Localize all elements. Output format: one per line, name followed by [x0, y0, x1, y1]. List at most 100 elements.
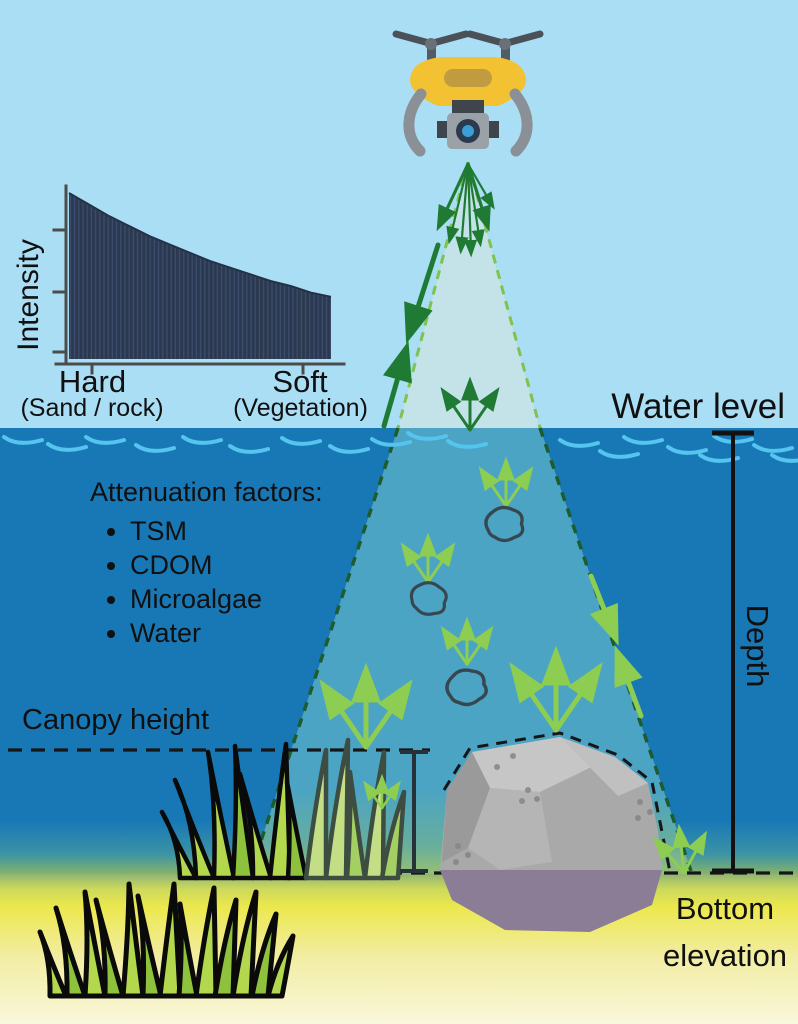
propeller-icon — [392, 30, 544, 47]
backscatter-trident-icon — [478, 456, 534, 508]
attenuation-item: CDOM — [130, 550, 323, 581]
intensity-area-fill — [69, 193, 331, 359]
emission-arrow-icon — [455, 162, 470, 255]
backscatter-trident-icon — [440, 616, 494, 666]
wave-icon — [328, 444, 370, 454]
wave-icon — [770, 453, 798, 463]
emission-arrow-icon — [446, 162, 470, 245]
grass-blade — [379, 789, 407, 881]
emission-arrow-icon — [436, 162, 470, 232]
grass-blade — [212, 897, 239, 999]
grass-blade — [230, 889, 259, 999]
grass-blade — [176, 901, 200, 999]
chart-xtick-hard-sub: (Sand / rock) — [20, 394, 164, 422]
emission-arrow-icon — [463, 162, 478, 258]
grass-blade — [303, 747, 329, 881]
seagrass-patch — [37, 881, 296, 999]
chart-xtick-hard: Hard — [58, 364, 127, 399]
attenuation-item: Microalgae — [130, 584, 323, 615]
cone-edge-water-right — [538, 427, 694, 875]
backscatter-trident-icon — [319, 662, 413, 750]
grass-blade — [120, 881, 146, 999]
cone-edge-air-left — [396, 161, 470, 429]
grass-blade — [284, 779, 309, 881]
grass-blade — [344, 769, 368, 881]
wave-icon — [2, 435, 44, 445]
emission-arrow-icon — [466, 162, 495, 210]
drone-icon — [392, 30, 544, 157]
wave-icon — [370, 437, 412, 447]
cone-edge-air-right — [466, 161, 542, 429]
rock-speckles — [453, 753, 653, 865]
backscatter-trident-icon — [400, 532, 456, 584]
backscatter-trident-icon — [440, 376, 500, 432]
gimbal-mount — [452, 100, 484, 117]
grass-blade — [135, 893, 164, 999]
particle-icon — [445, 668, 488, 707]
descending-beam-arrow-icon — [588, 573, 619, 646]
attenuation-heading: Attenuation factors: — [90, 477, 323, 507]
wave-icon — [406, 431, 448, 441]
wave-icon — [712, 434, 754, 444]
chart-ylabel: Intensity — [12, 239, 45, 351]
particle-icon — [409, 581, 448, 616]
grass-blade — [193, 885, 219, 999]
grass-blade — [323, 737, 351, 881]
cone-edge-water-left — [248, 427, 400, 875]
water-level-label: Water level — [611, 387, 785, 426]
wave-icon — [84, 435, 126, 445]
chart-xtick-soft-sub: (Vegetation) — [233, 394, 368, 422]
drone-body-panel — [444, 69, 492, 87]
chart-xtick-soft: Soft — [272, 364, 328, 399]
grass-blade — [265, 933, 296, 999]
backscatter-trident-icon — [509, 645, 603, 733]
wave-icon — [228, 444, 270, 454]
canopy-height-measure — [400, 750, 428, 873]
grass-blade — [205, 749, 237, 881]
wave-icon — [666, 445, 708, 455]
grass-blade — [237, 771, 274, 881]
ascending-beam-arrow-icon — [614, 645, 644, 719]
depth-label: Depth — [740, 604, 775, 688]
grass-blade — [159, 809, 199, 881]
ascending-beam-arrow-icon — [381, 340, 412, 429]
depth-measure — [712, 430, 754, 874]
attenuation-factors-list: Attenuation factors: TSM CDOM Microalgae… — [90, 477, 323, 652]
bottom-elevation-label: Bottom elevation — [662, 891, 788, 973]
beam-arrows — [319, 162, 708, 875]
grass-blade — [37, 929, 69, 999]
attenuation-item: Water — [130, 618, 323, 649]
grass-blade — [230, 743, 256, 881]
wave-icon — [134, 443, 176, 453]
grass-blade — [249, 911, 279, 999]
grass-blade — [93, 897, 126, 999]
camera-icon — [437, 113, 499, 149]
attenuation-item: TSM — [130, 516, 323, 547]
grass-blade — [82, 889, 108, 999]
wave-icon — [446, 439, 488, 449]
chart-ticks — [52, 228, 305, 375]
wave-icon — [181, 435, 223, 445]
light-cone-air — [398, 162, 540, 428]
wave-icon — [752, 443, 794, 453]
emission-arrow-icon — [466, 162, 491, 232]
particle-icon — [484, 505, 525, 543]
drone-legs — [403, 88, 533, 157]
grass-blade — [53, 905, 88, 999]
canopy-height-label: Canopy height — [22, 704, 210, 736]
backscatter-trident-icon — [652, 823, 708, 875]
wave-icon — [622, 435, 664, 445]
grass-blade — [172, 777, 217, 881]
suspended-particles-icon — [409, 505, 525, 707]
intensity-chart — [52, 184, 346, 375]
wave-icon — [558, 438, 600, 448]
intensity-curve — [68, 192, 332, 298]
wave-icon — [46, 442, 88, 452]
wave-icon — [280, 436, 322, 446]
water-surface-waves-icon — [2, 431, 798, 463]
wave-icon — [598, 449, 640, 459]
backscatter-trident-icon — [363, 773, 401, 810]
descending-beam-arrow-icon — [404, 242, 441, 344]
